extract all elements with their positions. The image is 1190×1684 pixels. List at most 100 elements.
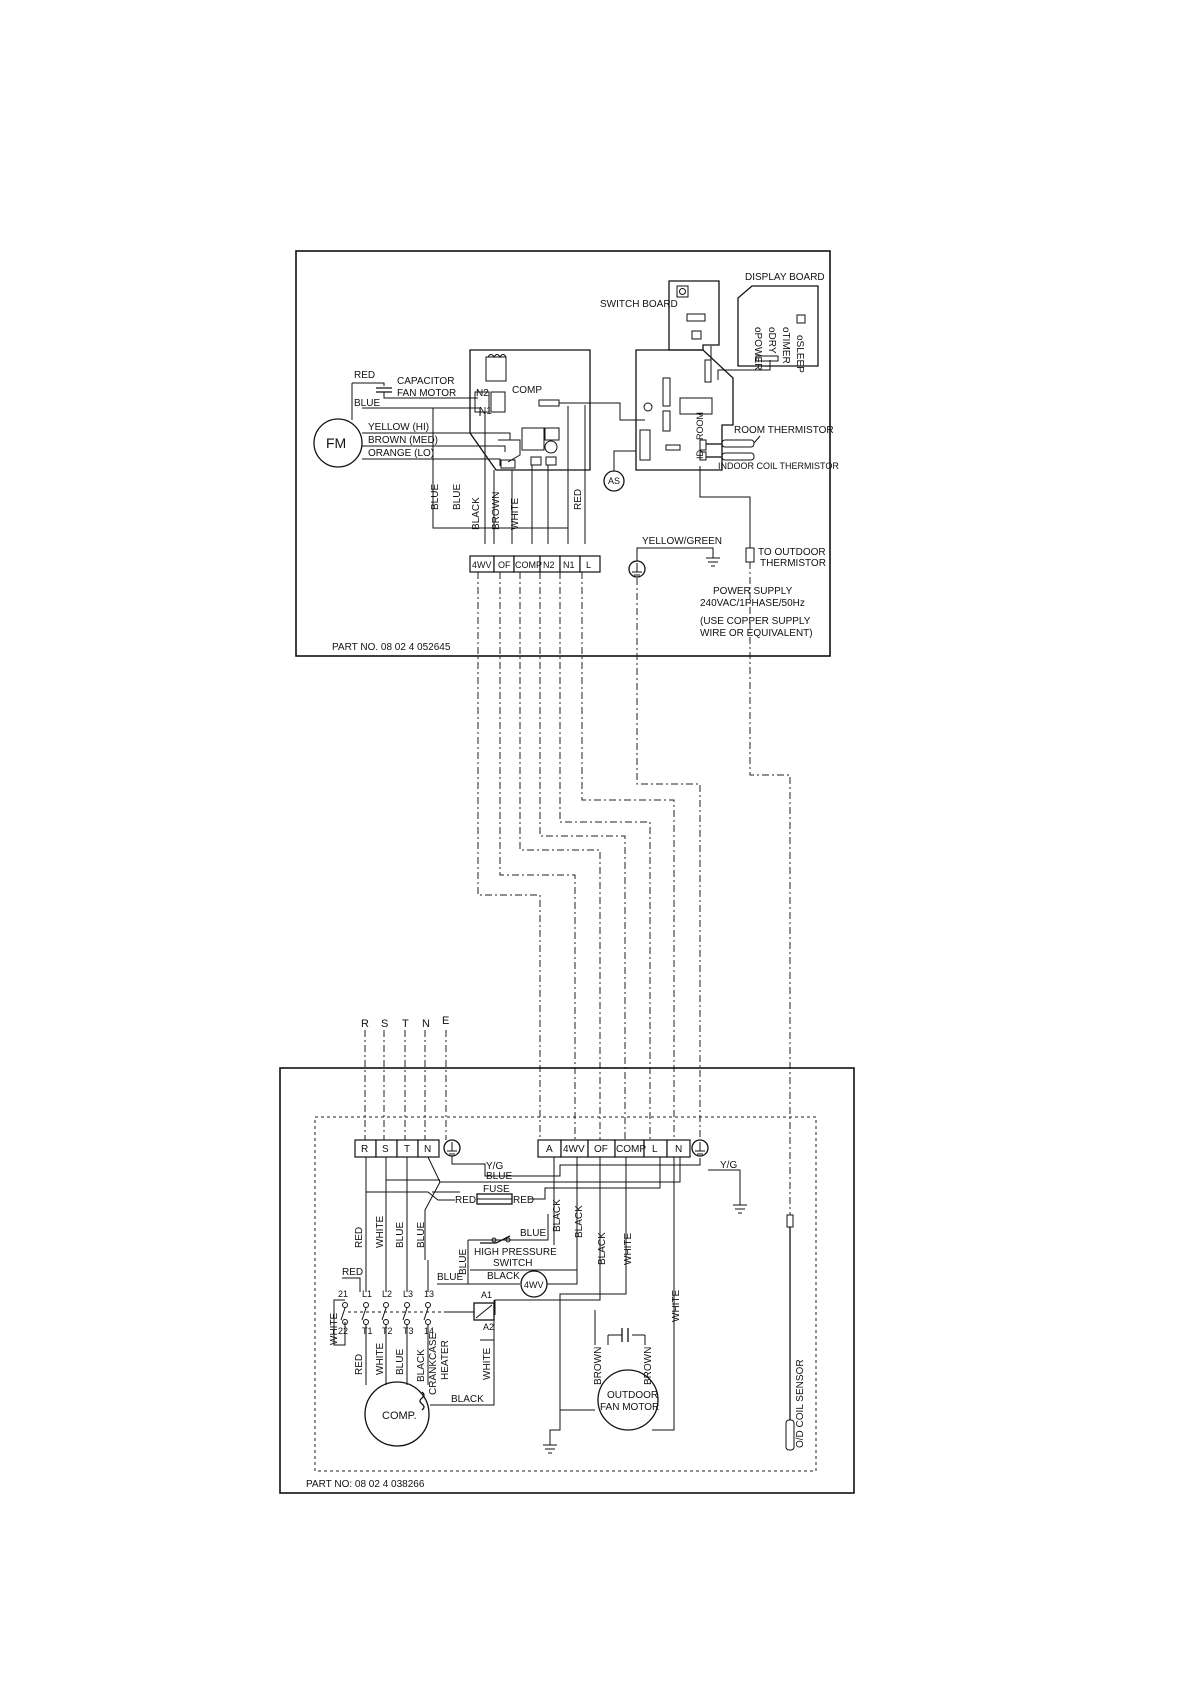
left-wire-blue-2: BLUE xyxy=(416,1222,427,1248)
contact-t2: T2 xyxy=(382,1326,393,1336)
wire-brown-med: BROWN (MED) xyxy=(368,435,438,446)
led-timer: oTIMER xyxy=(780,327,791,364)
wire-yellow-hi: YELLOW (HI) xyxy=(368,422,429,433)
indoor-terminal-strip: 4WV OF COMP N2 N1 L xyxy=(469,555,601,573)
id-tag: ID xyxy=(695,449,705,459)
copper-note-2: WIRE OR EQUIVALENT) xyxy=(700,628,813,639)
out-term-4wv: 4WV xyxy=(563,1144,585,1155)
hp-switch-label-2: SWITCH xyxy=(493,1258,532,1269)
left-wire-white: WHITE xyxy=(375,1215,386,1248)
coil-a2: A2 xyxy=(483,1322,494,1332)
capacitor-label-2: FAN MOTOR xyxy=(397,388,456,399)
od-coil-sensor-label: O/D COIL SENSOR xyxy=(795,1359,806,1448)
comp-relay-label: COMP xyxy=(512,385,542,396)
switch-board: SWITCH BOARD xyxy=(600,280,720,351)
wire-blue-motor: BLUE xyxy=(354,398,380,409)
contact-l2: L2 xyxy=(382,1289,392,1299)
white-heater-label: WHITE xyxy=(482,1347,493,1380)
fuse-red-left: RED xyxy=(455,1195,476,1206)
yg-right-label: Y/G xyxy=(720,1160,737,1171)
outdoor-fan-motor-circle xyxy=(597,1369,659,1431)
comp-wire-red: RED xyxy=(354,1354,365,1375)
wire-red-v: RED xyxy=(573,489,584,510)
outdoor-fan-motor-label-1: OUTDOOR xyxy=(607,1390,658,1401)
wire-brown-v: BROWN xyxy=(491,492,502,530)
out-term-of: OF xyxy=(594,1144,608,1155)
supply-t: T xyxy=(402,1018,409,1030)
wire-blue-v1: BLUE xyxy=(430,484,441,510)
white-left-label: WHITE xyxy=(329,1312,340,1345)
black-heater-label: BLACK xyxy=(451,1394,484,1405)
comp-wire-blue: BLUE xyxy=(395,1349,406,1375)
capacitor-label-1: CAPACITOR xyxy=(397,376,454,387)
indoor-term-4wv: 4WV xyxy=(472,560,492,570)
power-supply-label-2: 240VAC/1PHASE/50Hz xyxy=(700,598,805,609)
blue-vert-hp-label: BLUE xyxy=(458,1249,469,1275)
room-tag: ROOM xyxy=(695,412,705,440)
indoor-part-number: PART NO. 08 02 4 052645 xyxy=(332,642,451,653)
out-term-n: N xyxy=(424,1144,431,1155)
yellow-green-label: YELLOW/GREEN xyxy=(642,536,722,547)
indoor-term-comp: COMP xyxy=(515,560,542,570)
comp-wire-black: BLACK xyxy=(416,1349,427,1382)
supply-e: E xyxy=(442,1015,449,1027)
contact-21: 21 xyxy=(338,1289,348,1299)
led-power: oPOWER xyxy=(752,327,763,370)
contact-22: 22 xyxy=(338,1326,348,1336)
supply-n: N xyxy=(422,1018,430,1030)
indoor-term-of: OF xyxy=(498,560,511,570)
comp-label: COMP. xyxy=(382,1410,417,1422)
outdoor-thermistor-label-2: THERMISTOR xyxy=(760,558,826,569)
display-board: DISPLAY BOARD oSLEEP oTIMER oDRY oPOWER xyxy=(737,272,825,373)
red-top-label: RED xyxy=(342,1267,363,1278)
blue-hp-label: BLUE xyxy=(520,1228,546,1239)
supply-labels: R S T N E xyxy=(361,1015,449,1030)
brown-right-label: BROWN xyxy=(643,1347,654,1385)
indoor-term-l: L xyxy=(586,560,591,570)
wire-blue-v2: BLUE xyxy=(452,484,463,510)
outdoor-part-number: PART NO: 08 02 4 038266 xyxy=(306,1479,425,1490)
out-term-comp: COMP xyxy=(616,1144,646,1155)
contact-l1: L1 xyxy=(362,1289,372,1299)
blue-top-label: BLUE xyxy=(486,1171,512,1182)
wire-black-v: BLACK xyxy=(471,497,482,530)
power-supply-label-1: POWER SUPPLY xyxy=(713,586,793,597)
outdoor-inner-boundary xyxy=(314,1116,817,1472)
compressor-contactor: RED 21 L1 L2 L3 13 22 T1 T2 T3 14 xyxy=(338,1267,495,1341)
contact-13: 13 xyxy=(424,1289,434,1299)
white-right-label: WHITE xyxy=(623,1232,634,1265)
led-dry: oDRY xyxy=(766,327,777,354)
wire-red-motor: RED xyxy=(354,370,375,381)
indoor-fan-motor-circle xyxy=(313,418,363,468)
out-term-l: L xyxy=(652,1144,658,1155)
indoor-coil-thermistor-label: INDOOR COIL THERMISTOR xyxy=(718,461,839,471)
contact-14: 14 xyxy=(424,1326,434,1336)
supply-r: R xyxy=(361,1018,369,1030)
brown-left-label: BROWN xyxy=(593,1347,604,1385)
out-term-n: N xyxy=(675,1144,682,1155)
outdoor-link-terminals: A 4WV OF COMP L N xyxy=(537,1139,709,1158)
supply-s: S xyxy=(381,1018,388,1030)
as-label: AS xyxy=(608,476,620,486)
contact-t3: T3 xyxy=(403,1326,414,1336)
indoor-relay-board xyxy=(469,349,591,471)
n1-label: N1 xyxy=(479,406,492,417)
white-fan-label: WHITE xyxy=(671,1289,682,1322)
compressor-circle xyxy=(364,1381,430,1447)
copper-note-1: (USE COPPER SUPPLY xyxy=(700,616,811,627)
contact-l3: L3 xyxy=(403,1289,413,1299)
wire-orange-lo: ORANGE (LO) xyxy=(368,448,434,459)
blue-hp-low-label: BLUE xyxy=(437,1272,463,1283)
interconnect-wiring xyxy=(364,562,791,1215)
room-thermistor-label: ROOM THERMISTOR xyxy=(734,425,834,436)
outdoor-unit-panel: R S T N A 4WV OF COMP L N Y/G Y/G xyxy=(279,1067,855,1494)
yg-left-label: Y/G xyxy=(486,1161,503,1172)
comp-wire-white: WHITE xyxy=(375,1342,386,1375)
black-hp-label: BLACK xyxy=(487,1271,520,1282)
n2-label: N2 xyxy=(476,388,489,399)
indoor-term-n2: N2 xyxy=(543,560,555,570)
display-board-label: DISPLAY BOARD xyxy=(745,272,825,283)
fm-label: FM xyxy=(326,435,346,451)
four-wv-coil-label: 4WV xyxy=(524,1280,544,1290)
